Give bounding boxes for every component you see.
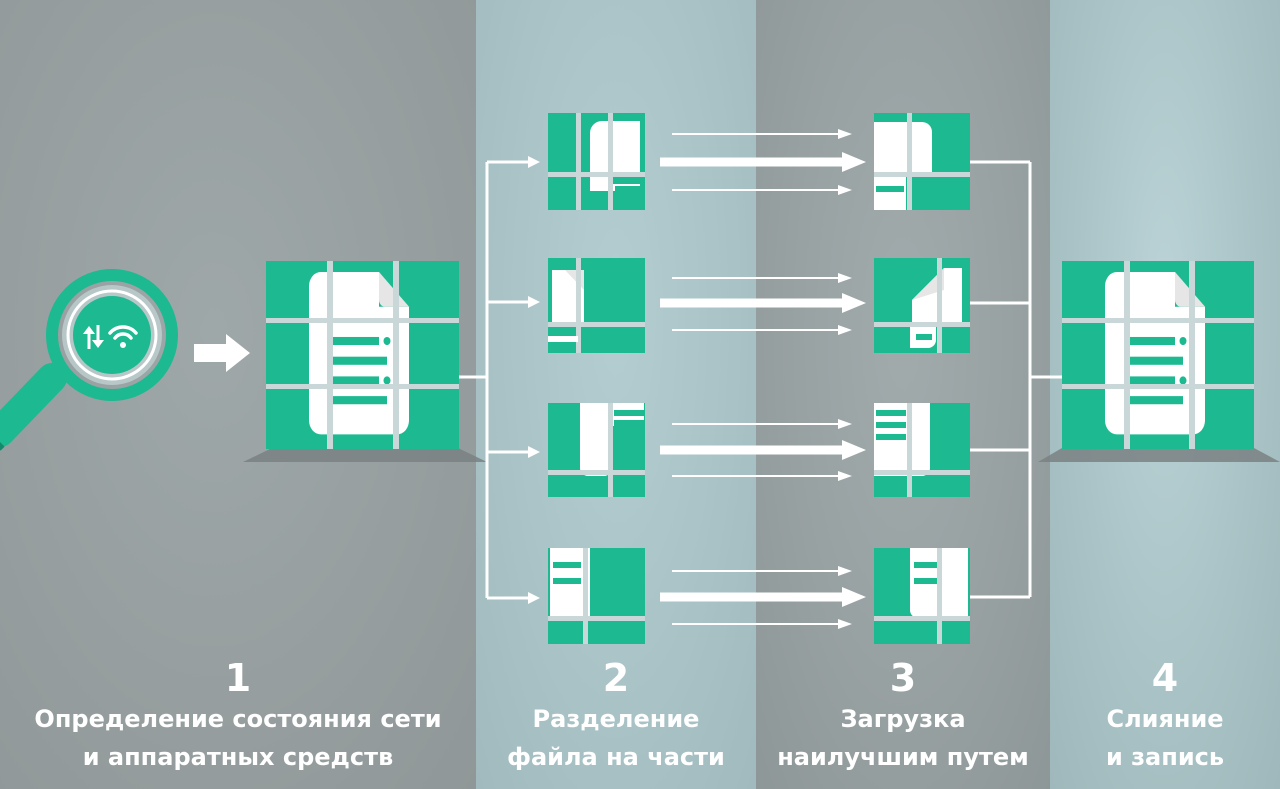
step-2-caption: 2 Разделение файла на части xyxy=(476,658,756,776)
merged-file-grid xyxy=(1038,261,1280,462)
transfer-arrows xyxy=(660,129,866,629)
split-connectors xyxy=(459,160,532,600)
part-4 xyxy=(548,548,645,644)
step-3-caption: 3 Загрузка наилучшим путем xyxy=(756,658,1050,776)
step-4-caption: 4 Слияние и запись xyxy=(1050,658,1280,776)
step-2-line-2: файла на части xyxy=(507,743,725,771)
source-file-grid xyxy=(243,261,487,462)
received-part-1 xyxy=(874,113,970,210)
part-3 xyxy=(548,403,645,497)
step-3-number: 3 xyxy=(889,656,917,700)
arrow-right-icon xyxy=(194,334,250,372)
magnifier-icon xyxy=(0,269,178,451)
step-4-line-2: и запись xyxy=(1105,743,1225,771)
step-3-line-1: Загрузка xyxy=(840,705,966,733)
step-4-line-1: Слияние xyxy=(1106,705,1224,733)
step-1-number: 1 xyxy=(224,656,252,700)
step-1-line-1: Определение состояния сети xyxy=(34,705,442,733)
step-3-line-2: наилучшим путем xyxy=(777,743,1029,771)
step-1-caption: 1 Определение состояния сети и аппаратны… xyxy=(0,658,476,776)
network-status-icon xyxy=(83,325,138,349)
received-part-3 xyxy=(874,403,970,497)
step-1-line-2: и аппаратных средств xyxy=(82,743,394,771)
part-1 xyxy=(548,113,645,210)
received-part-4 xyxy=(874,548,970,644)
received-part-2 xyxy=(874,258,970,353)
step-4-number: 4 xyxy=(1151,656,1179,700)
merge-connectors xyxy=(970,160,1062,599)
step-2-number: 2 xyxy=(602,656,630,700)
step-2-line-1: Разделение xyxy=(532,705,700,733)
part-2 xyxy=(548,258,645,353)
